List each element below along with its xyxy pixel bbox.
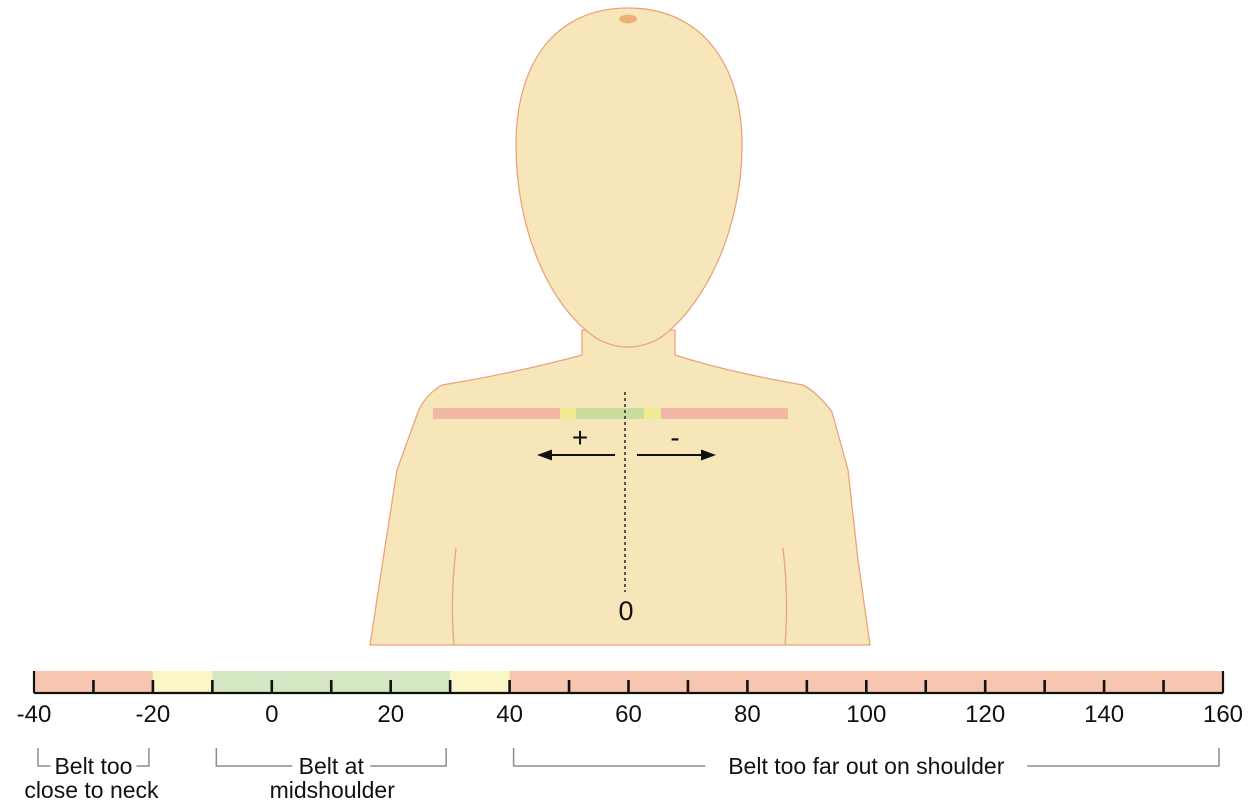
plus-sign: + — [572, 422, 588, 453]
scale-tick-label: 160 — [1203, 701, 1243, 728]
range-brackets — [38, 748, 1219, 766]
belt-segment-too-close — [433, 408, 560, 419]
scale-tick-label: 0 — [265, 701, 278, 728]
scale-tick-label: 20 — [377, 701, 404, 728]
head-spot — [619, 15, 637, 24]
belt-segment-marginal-left — [560, 408, 576, 419]
belt-segment-midshoulder — [576, 408, 644, 419]
scale-zone-marginal — [450, 671, 509, 693]
range-label-mid-line1: Belt at — [299, 753, 365, 779]
range-label-out: Belt too far out on shoulder — [728, 753, 1005, 779]
scale-tick-label: 60 — [615, 701, 642, 728]
scale-tick-label: -20 — [136, 701, 171, 728]
scale-tick-label: -40 — [17, 701, 52, 728]
head-silhouette — [516, 8, 742, 347]
bracket-neck-right — [136, 748, 148, 766]
bracket-mid-right — [370, 748, 446, 766]
bracket-mid-left — [216, 748, 292, 766]
bracket-out-left — [514, 748, 706, 766]
range-label-mid-line2: midshoulder — [270, 777, 396, 803]
scale-tick-label: 100 — [846, 701, 886, 728]
scale-tick-label: 140 — [1084, 701, 1124, 728]
scale-tick-label: 80 — [734, 701, 761, 728]
scale-zone-marginal — [153, 671, 212, 693]
scale-tick-label: 120 — [965, 701, 1005, 728]
minus-sign: - — [670, 422, 679, 453]
center-zero-label: 0 — [618, 596, 633, 626]
bracket-neck-left — [38, 748, 50, 766]
scale-tick-labels: -40 -20 0 20 40 60 80 100 120 140 160 — [17, 701, 1243, 728]
bracket-out-right — [1027, 748, 1219, 766]
range-label-neck-line1: Belt too — [54, 753, 132, 779]
belt-segment-marginal-right — [644, 408, 661, 419]
scale-tick-label: 40 — [496, 701, 523, 728]
range-label-neck-line2: close to neck — [24, 777, 159, 803]
belt-segment-too-far — [661, 408, 788, 419]
